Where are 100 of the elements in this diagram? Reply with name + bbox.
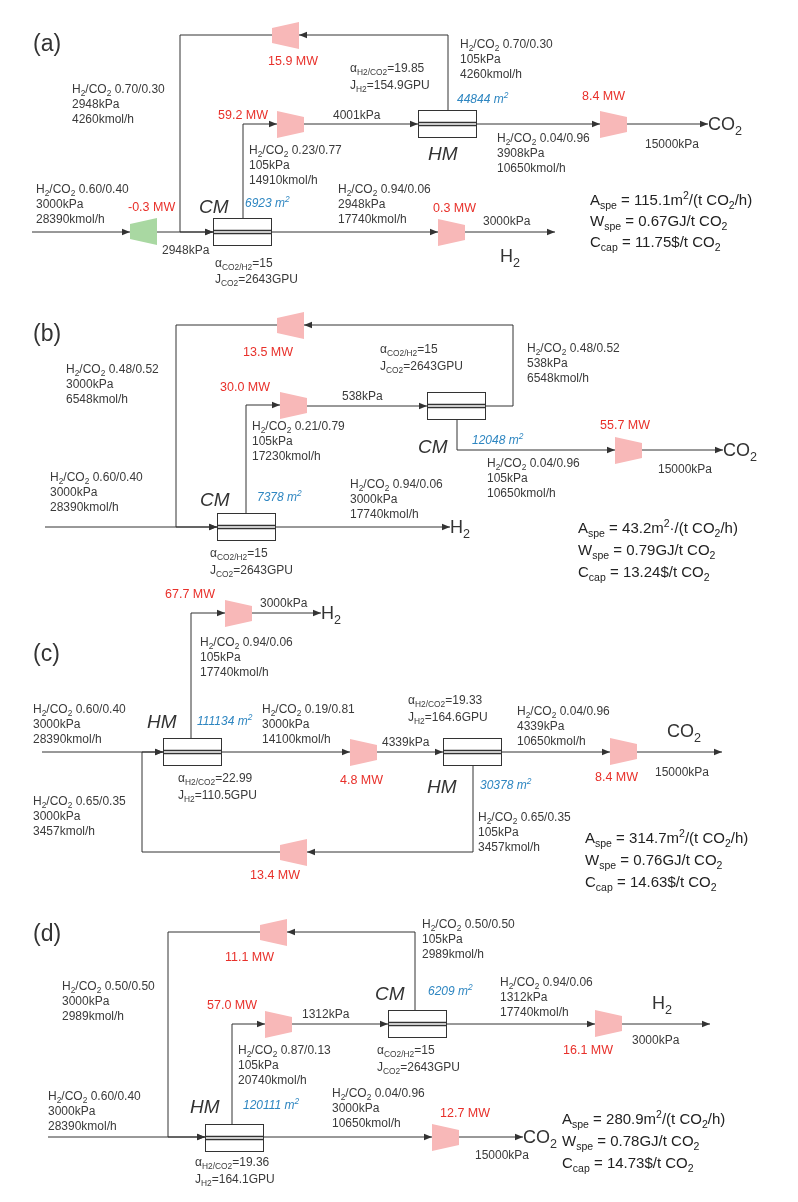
stream-label: 15000kPa bbox=[655, 765, 710, 780]
stream-label: H$_{2}$/CO$_{2}$ 0.04/0.96 3000kPa 10650kmol/h bbox=[332, 1086, 425, 1131]
module-label: CM bbox=[199, 196, 229, 218]
panel-label: (b) bbox=[33, 320, 62, 346]
membrane-property: α$_{CO2/H2}$=15 bbox=[210, 546, 268, 561]
stream-label: 15000kPa bbox=[645, 137, 700, 152]
area-label: 6923 m$^{2}$ bbox=[245, 196, 290, 211]
membrane-property: α$_{H2/CO2}$=19.33 bbox=[408, 693, 483, 708]
power-label: 8.4 MW bbox=[595, 770, 639, 785]
flow-arrow bbox=[306, 765, 474, 856]
flow-arrow bbox=[221, 748, 351, 756]
stream-label: H$_{2}$/CO$_{2}$ 0.60/0.40 3000kPa 28390kmol/h bbox=[33, 702, 126, 747]
flow-arrow bbox=[298, 31, 449, 111]
stream-label: 3000kPa bbox=[483, 214, 531, 229]
product-label: H$_{2}$ bbox=[450, 516, 470, 538]
power-label: 4.8 MW bbox=[340, 773, 384, 788]
stream-label: H$_{2}$/CO$_{2}$ 0.94/0.06 105kPa 17740kmol/h bbox=[200, 635, 293, 680]
flow-arrow bbox=[621, 1020, 711, 1028]
summary-text: A$_{spe}$ = 43.2m$^{2}$·/(t CO$_{2}$/h) bbox=[578, 519, 738, 537]
stream-label: H$_{2}$/CO$_{2}$ 0.04/0.96 4339kPa 10650kmol/h bbox=[517, 704, 610, 749]
summary-text: A$_{spe}$ = 314.7m$^{2}$/(t CO$_{2}$/h) bbox=[585, 829, 749, 847]
power-label: 15.9 MW bbox=[268, 54, 318, 69]
power-label: 55.7 MW bbox=[600, 418, 650, 433]
flow-arrow bbox=[175, 324, 278, 531]
stream-label: 15000kPa bbox=[475, 1148, 530, 1163]
flow-arrow bbox=[636, 748, 723, 756]
summary-text: A$_{spe}$ = 280.9m$^{2}$/(t CO$_{2}$/h) bbox=[562, 1110, 726, 1128]
area-label: 120111 m$^{2}$ bbox=[243, 1098, 300, 1113]
area-label: 6209 m$^{2}$ bbox=[428, 984, 473, 999]
product-label: H$_{2}$ bbox=[652, 992, 672, 1014]
stream-label: H$_{2}$/CO$_{2}$ 0.65/0.35 3000kPa 3457kmol/h bbox=[33, 794, 126, 839]
power-label: 0.3 MW bbox=[433, 201, 477, 216]
module-label: HM bbox=[428, 143, 458, 165]
summary-text: W$_{spe}$ = 0.78GJ/t CO$_{2}$ bbox=[562, 1132, 700, 1150]
flow-arrow bbox=[306, 402, 428, 410]
product-label: H$_{2}$ bbox=[321, 602, 341, 624]
power-label: 30.0 MW bbox=[220, 380, 270, 395]
flow-arrow bbox=[464, 228, 556, 236]
membrane-property: α$_{H2/CO2}$=19.85 bbox=[350, 61, 425, 76]
stream-label: H$_{2}$/CO$_{2}$ 0.94/0.06 1312kPa 17740kmol/h bbox=[500, 975, 593, 1020]
power-label: 16.1 MW bbox=[563, 1043, 613, 1058]
stream-label: 4001kPa bbox=[333, 108, 381, 123]
flow-arrow bbox=[190, 609, 226, 739]
power-label: 59.2 MW bbox=[218, 108, 268, 123]
stream-label: H$_{2}$/CO$_{2}$ 0.04/0.96 105kPa 10650kmol/h bbox=[487, 456, 580, 501]
flow-arrow bbox=[456, 419, 616, 454]
stream-label: H$_{2}$/CO$_{2}$ 0.65/0.35 105kPa 3457kmol/h bbox=[478, 810, 571, 855]
flow-arrow bbox=[275, 523, 451, 531]
flow-arrow bbox=[242, 120, 278, 219]
summary-text: W$_{spe}$ = 0.76GJ/t CO$_{2}$ bbox=[585, 851, 723, 869]
area-label: 111134 m$^{2}$ bbox=[197, 714, 253, 729]
membrane-property: J$_{H2}$=164.6GPU bbox=[408, 710, 488, 725]
summary-text: W$_{spe}$ = 0.67GJ/t CO$_{2}$ bbox=[590, 212, 728, 230]
stream-label: H$_{2}$/CO$_{2}$ 0.04/0.96 3908kPa 10650kmol/h bbox=[497, 131, 590, 176]
stream-label: 3000kPa bbox=[260, 596, 308, 611]
power-label: 12.7 MW bbox=[440, 1106, 490, 1121]
stream-label: H$_{2}$/CO$_{2}$ 0.70/0.30 2948kPa 4260kmol/h bbox=[72, 82, 165, 127]
stream-label: 3000kPa bbox=[632, 1033, 680, 1048]
flow-arrow bbox=[501, 748, 611, 756]
stream-label: 2948kPa bbox=[162, 243, 210, 258]
flow-arrow bbox=[303, 321, 514, 407]
flow-arrow bbox=[31, 228, 131, 236]
flow-arrow bbox=[303, 120, 419, 128]
module-label: CM bbox=[200, 489, 230, 511]
flow-arrow bbox=[446, 1020, 596, 1028]
flow-arrow bbox=[626, 120, 709, 128]
flow-arrow bbox=[231, 1020, 266, 1125]
flow-arrow bbox=[271, 228, 439, 236]
flow-arrow bbox=[179, 34, 273, 236]
product-label: CO$_{2}$ bbox=[667, 720, 701, 742]
product-label: CO$_{2}$ bbox=[523, 1126, 557, 1148]
stream-label: H$_{2}$/CO$_{2}$ 0.70/0.30 105kPa 4260kmol/h bbox=[460, 37, 553, 82]
membrane-property: J$_{CO2}$=2643GPU bbox=[380, 359, 463, 374]
flow-arrow bbox=[167, 931, 261, 1141]
product-label: CO$_{2}$ bbox=[708, 113, 742, 135]
power-label: 11.1 MW bbox=[225, 950, 275, 965]
membrane-property: J$_{H2}$=154.9GPU bbox=[350, 78, 430, 93]
area-label: 30378 m$^{2}$ bbox=[480, 778, 532, 793]
stream-label: H$_{2}$/CO$_{2}$ 0.48/0.52 538kPa 6548kmol/h bbox=[527, 341, 620, 386]
flow-arrow bbox=[476, 120, 601, 128]
module-label: HM bbox=[190, 1096, 220, 1118]
membrane-property: α$_{CO2/H2}$=15 bbox=[377, 1043, 435, 1058]
flow-arrow bbox=[251, 609, 322, 617]
power-label: 67.7 MW bbox=[165, 587, 215, 602]
module-label: CM bbox=[375, 983, 405, 1005]
power-label: 13.4 MW bbox=[250, 868, 300, 883]
panel-label: (c) bbox=[33, 640, 60, 666]
membrane-property: α$_{H2/CO2}$=22.99 bbox=[178, 771, 253, 786]
product-label: CO$_{2}$ bbox=[723, 439, 757, 461]
area-label: 12048 m$^{2}$ bbox=[472, 433, 524, 448]
area-label: 44844 m$^{2}$ bbox=[457, 92, 509, 107]
stream-label: H$_{2}$/CO$_{2}$ 0.48/0.52 3000kPa 6548kmol/h bbox=[66, 362, 159, 407]
stream-label: 4339kPa bbox=[382, 735, 430, 750]
membrane-property: J$_{H2}$=110.5GPU bbox=[178, 788, 257, 803]
stream-label: 538kPa bbox=[342, 389, 383, 404]
flow-arrow bbox=[286, 928, 416, 1011]
stream-label: H$_{2}$/CO$_{2}$ 0.50/0.50 105kPa 2989kmol/h bbox=[422, 917, 515, 962]
flow-arrow bbox=[458, 1133, 524, 1141]
membrane-property: J$_{CO2}$=2643GPU bbox=[215, 272, 298, 287]
stream-label: H$_{2}$/CO$_{2}$ 0.19/0.81 3000kPa 14100kmol/h bbox=[262, 702, 355, 747]
